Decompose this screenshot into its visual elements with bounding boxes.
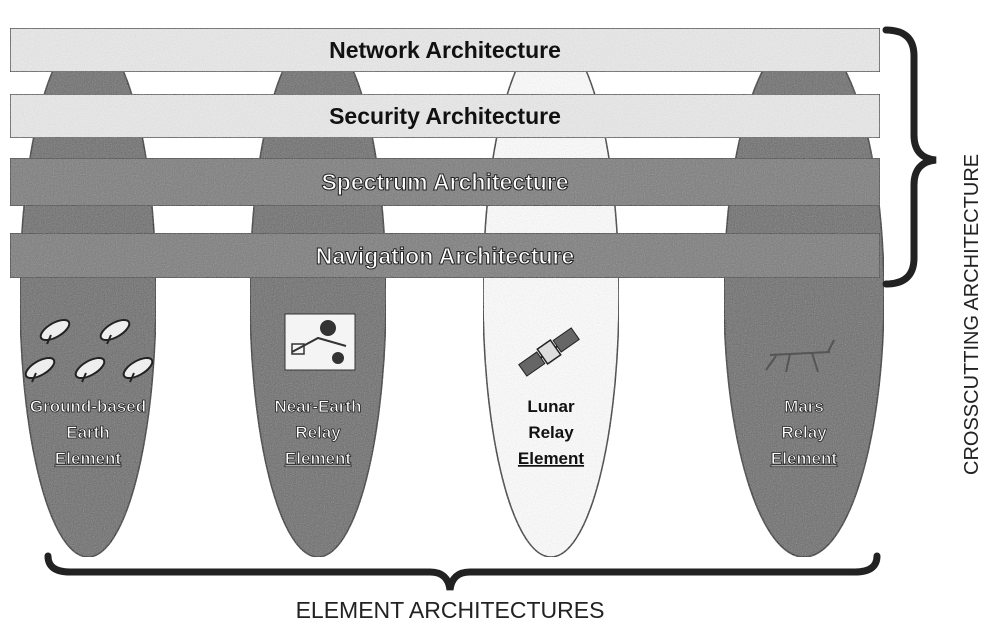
bottom-brace (44, 552, 881, 591)
band-rect (9, 93, 881, 139)
near-earth-relay-icon (284, 313, 356, 371)
band-label: Spectrum Architecture (321, 169, 568, 195)
layer-band-network: Network Architecture (9, 27, 881, 73)
element-label-line: Element (771, 449, 837, 468)
mars-rover-icon (765, 339, 835, 373)
element-label-line: Near-Earth (275, 397, 362, 416)
side-caption: CROSSCUTTING ARCHITECTURE (961, 154, 983, 475)
band-label: Network Architecture (329, 37, 561, 63)
element-label-line: Ground-based (30, 397, 146, 416)
element-label-line: Lunar (527, 397, 575, 416)
satellite-icon (518, 327, 580, 377)
element-label-ground-based: Ground-based Earth Element (30, 397, 147, 469)
band-rect (9, 27, 881, 73)
layer-band-navigation: Navigation Architecture (9, 232, 881, 279)
element-label-near-earth: Near-Earth Relay Element (274, 397, 362, 469)
bottom-caption: ELEMENT ARCHITECTURES (296, 597, 605, 620)
satellite-dish-array-icon (24, 318, 154, 383)
band-label: Security Architecture (329, 103, 561, 129)
element-label-line: Relay (528, 423, 574, 442)
element-label-lunar: Lunar Relay Element (518, 397, 584, 468)
band-rect (9, 157, 881, 207)
element-label-line: Earth (66, 423, 109, 442)
layer-band-spectrum: Spectrum Architecture (9, 157, 881, 207)
element-label-line: Relay (295, 423, 341, 442)
band-label: Navigation Architecture (316, 243, 575, 269)
layer-band-security: Security Architecture (9, 93, 881, 139)
band-rect (9, 232, 881, 279)
element-label-line: Element (55, 449, 121, 468)
right-brace (882, 26, 937, 288)
element-label-line: Relay (781, 423, 827, 442)
element-label-line: Element (518, 449, 584, 468)
element-label-line: Mars (784, 397, 824, 416)
element-label-mars: Mars Relay Element (771, 397, 838, 469)
element-label-line: Element (285, 449, 351, 468)
